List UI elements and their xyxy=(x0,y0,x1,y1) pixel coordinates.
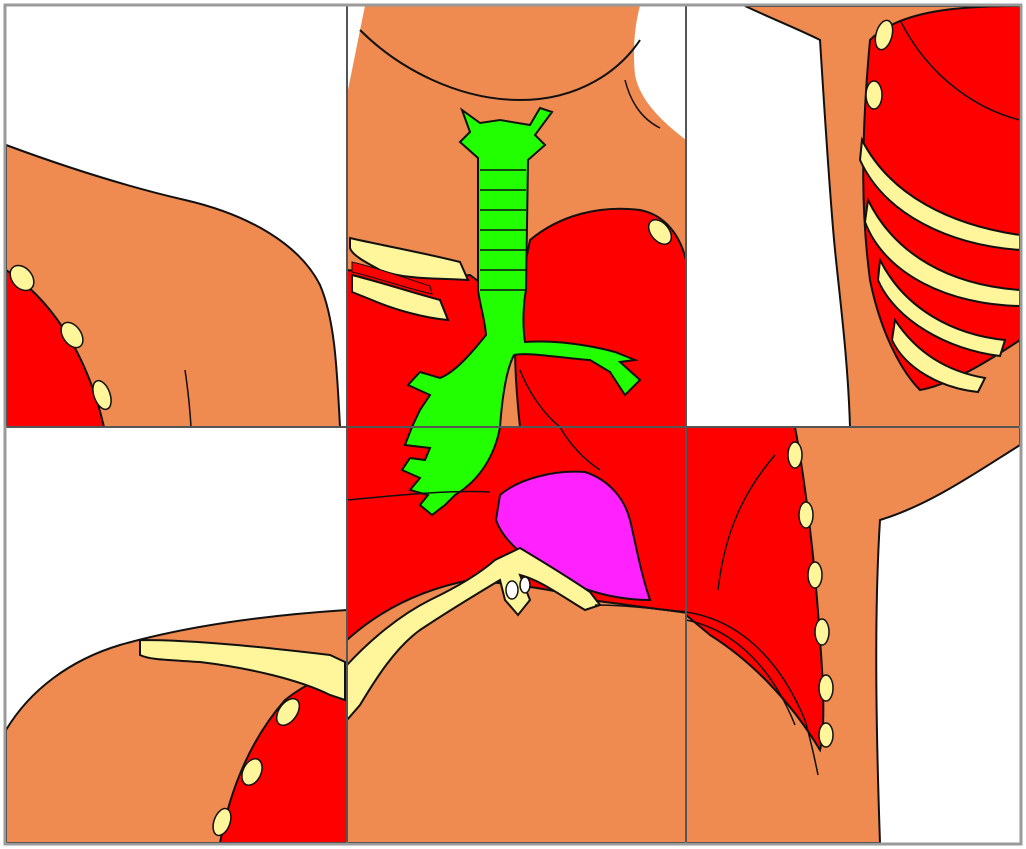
puzzle-tile-top-right[interactable] xyxy=(686,6,1020,427)
puzzle-tile-top-left[interactable] xyxy=(5,6,347,427)
puzzle-tile-top-center[interactable] xyxy=(347,6,686,427)
puzzle-tile-bottom-right[interactable] xyxy=(686,427,1020,843)
puzzle-tile-bottom-center[interactable] xyxy=(347,427,686,843)
puzzle-tile-bottom-left[interactable] xyxy=(6,427,347,843)
